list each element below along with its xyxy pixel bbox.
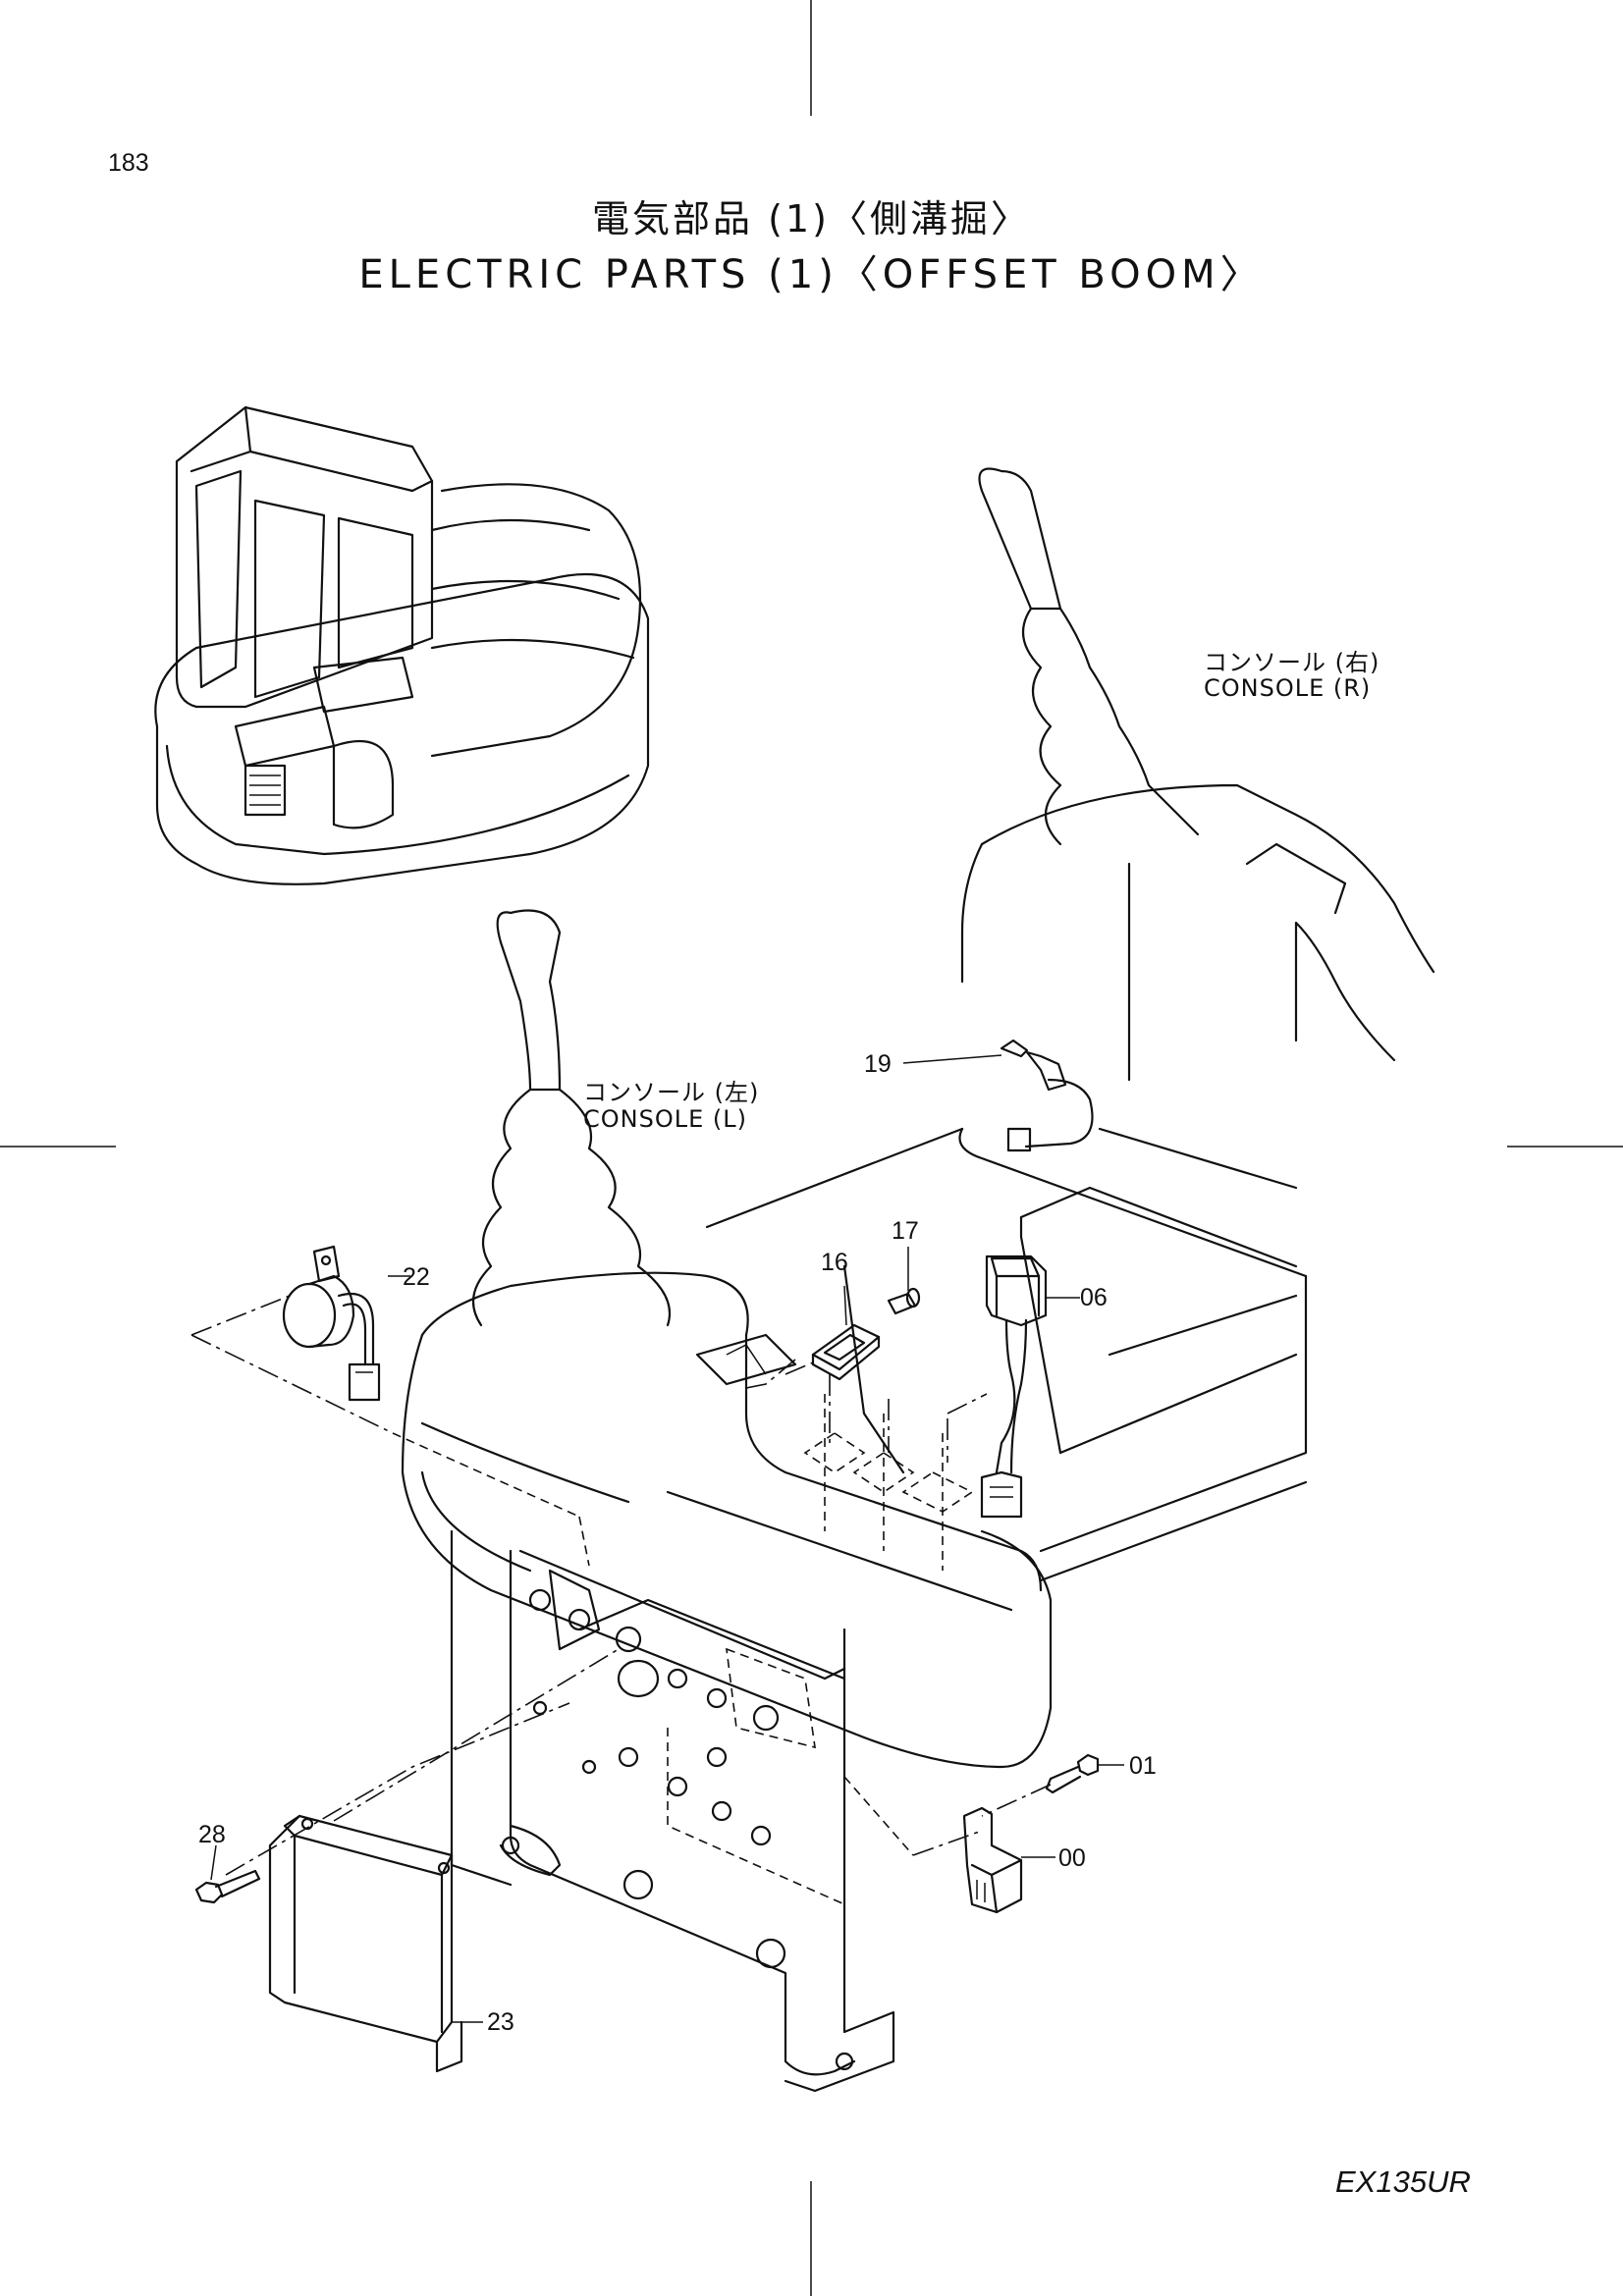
title-english: ELECTRIC PARTS (1)〈OFFSET BOOM〉 <box>358 252 1265 297</box>
callout-23: 23 <box>487 2008 514 2036</box>
console-left-label-en: CONSOLE (L) <box>583 1105 747 1133</box>
mounting-bracket-illustration <box>450 1529 895 2093</box>
rocker-switch-part-06 <box>980 1255 1048 1519</box>
callout-17: 17 <box>892 1217 919 1245</box>
model-number: EX135UR <box>1335 2164 1471 2199</box>
callout-16: 16 <box>821 1249 848 1276</box>
console-right-illustration <box>958 467 1435 1278</box>
console-right-label-en: CONSOLE (R) <box>1204 674 1372 702</box>
callout-01: 01 <box>1129 1752 1157 1780</box>
bolt-part-01 <box>1045 1753 1100 1794</box>
callout-06: 06 <box>1080 1284 1108 1311</box>
relay-part-00 <box>962 1806 1023 1914</box>
callout-00: 00 <box>1058 1844 1086 1872</box>
console-left-illustration <box>401 909 1053 1769</box>
screw-part-17 <box>887 1287 921 1315</box>
page-number: 183 <box>108 149 149 177</box>
bezel-part-16 <box>811 1323 881 1381</box>
switch-part-19 <box>1000 1039 1094 1152</box>
callout-28: 28 <box>198 1821 226 1848</box>
title-japanese: 電気部品 (1)〈側溝掘〉 <box>592 197 1031 240</box>
callout-22: 22 <box>403 1263 430 1291</box>
callout-leaders <box>210 1054 1124 2023</box>
controller-box-part-23 <box>268 1814 463 2073</box>
excavator-overview-illustration <box>154 405 650 885</box>
callout-19: 19 <box>864 1050 892 1078</box>
buzzer-part-22 <box>282 1245 381 1402</box>
console-left-label-jp: コンソール (左) <box>583 1079 760 1106</box>
floor-plate-illustration <box>705 1127 1308 1582</box>
bolt-part-28 <box>194 1869 261 1904</box>
console-right-label-jp: コンソール (右) <box>1204 649 1380 676</box>
assembly-guide-lines <box>190 1293 1052 1876</box>
